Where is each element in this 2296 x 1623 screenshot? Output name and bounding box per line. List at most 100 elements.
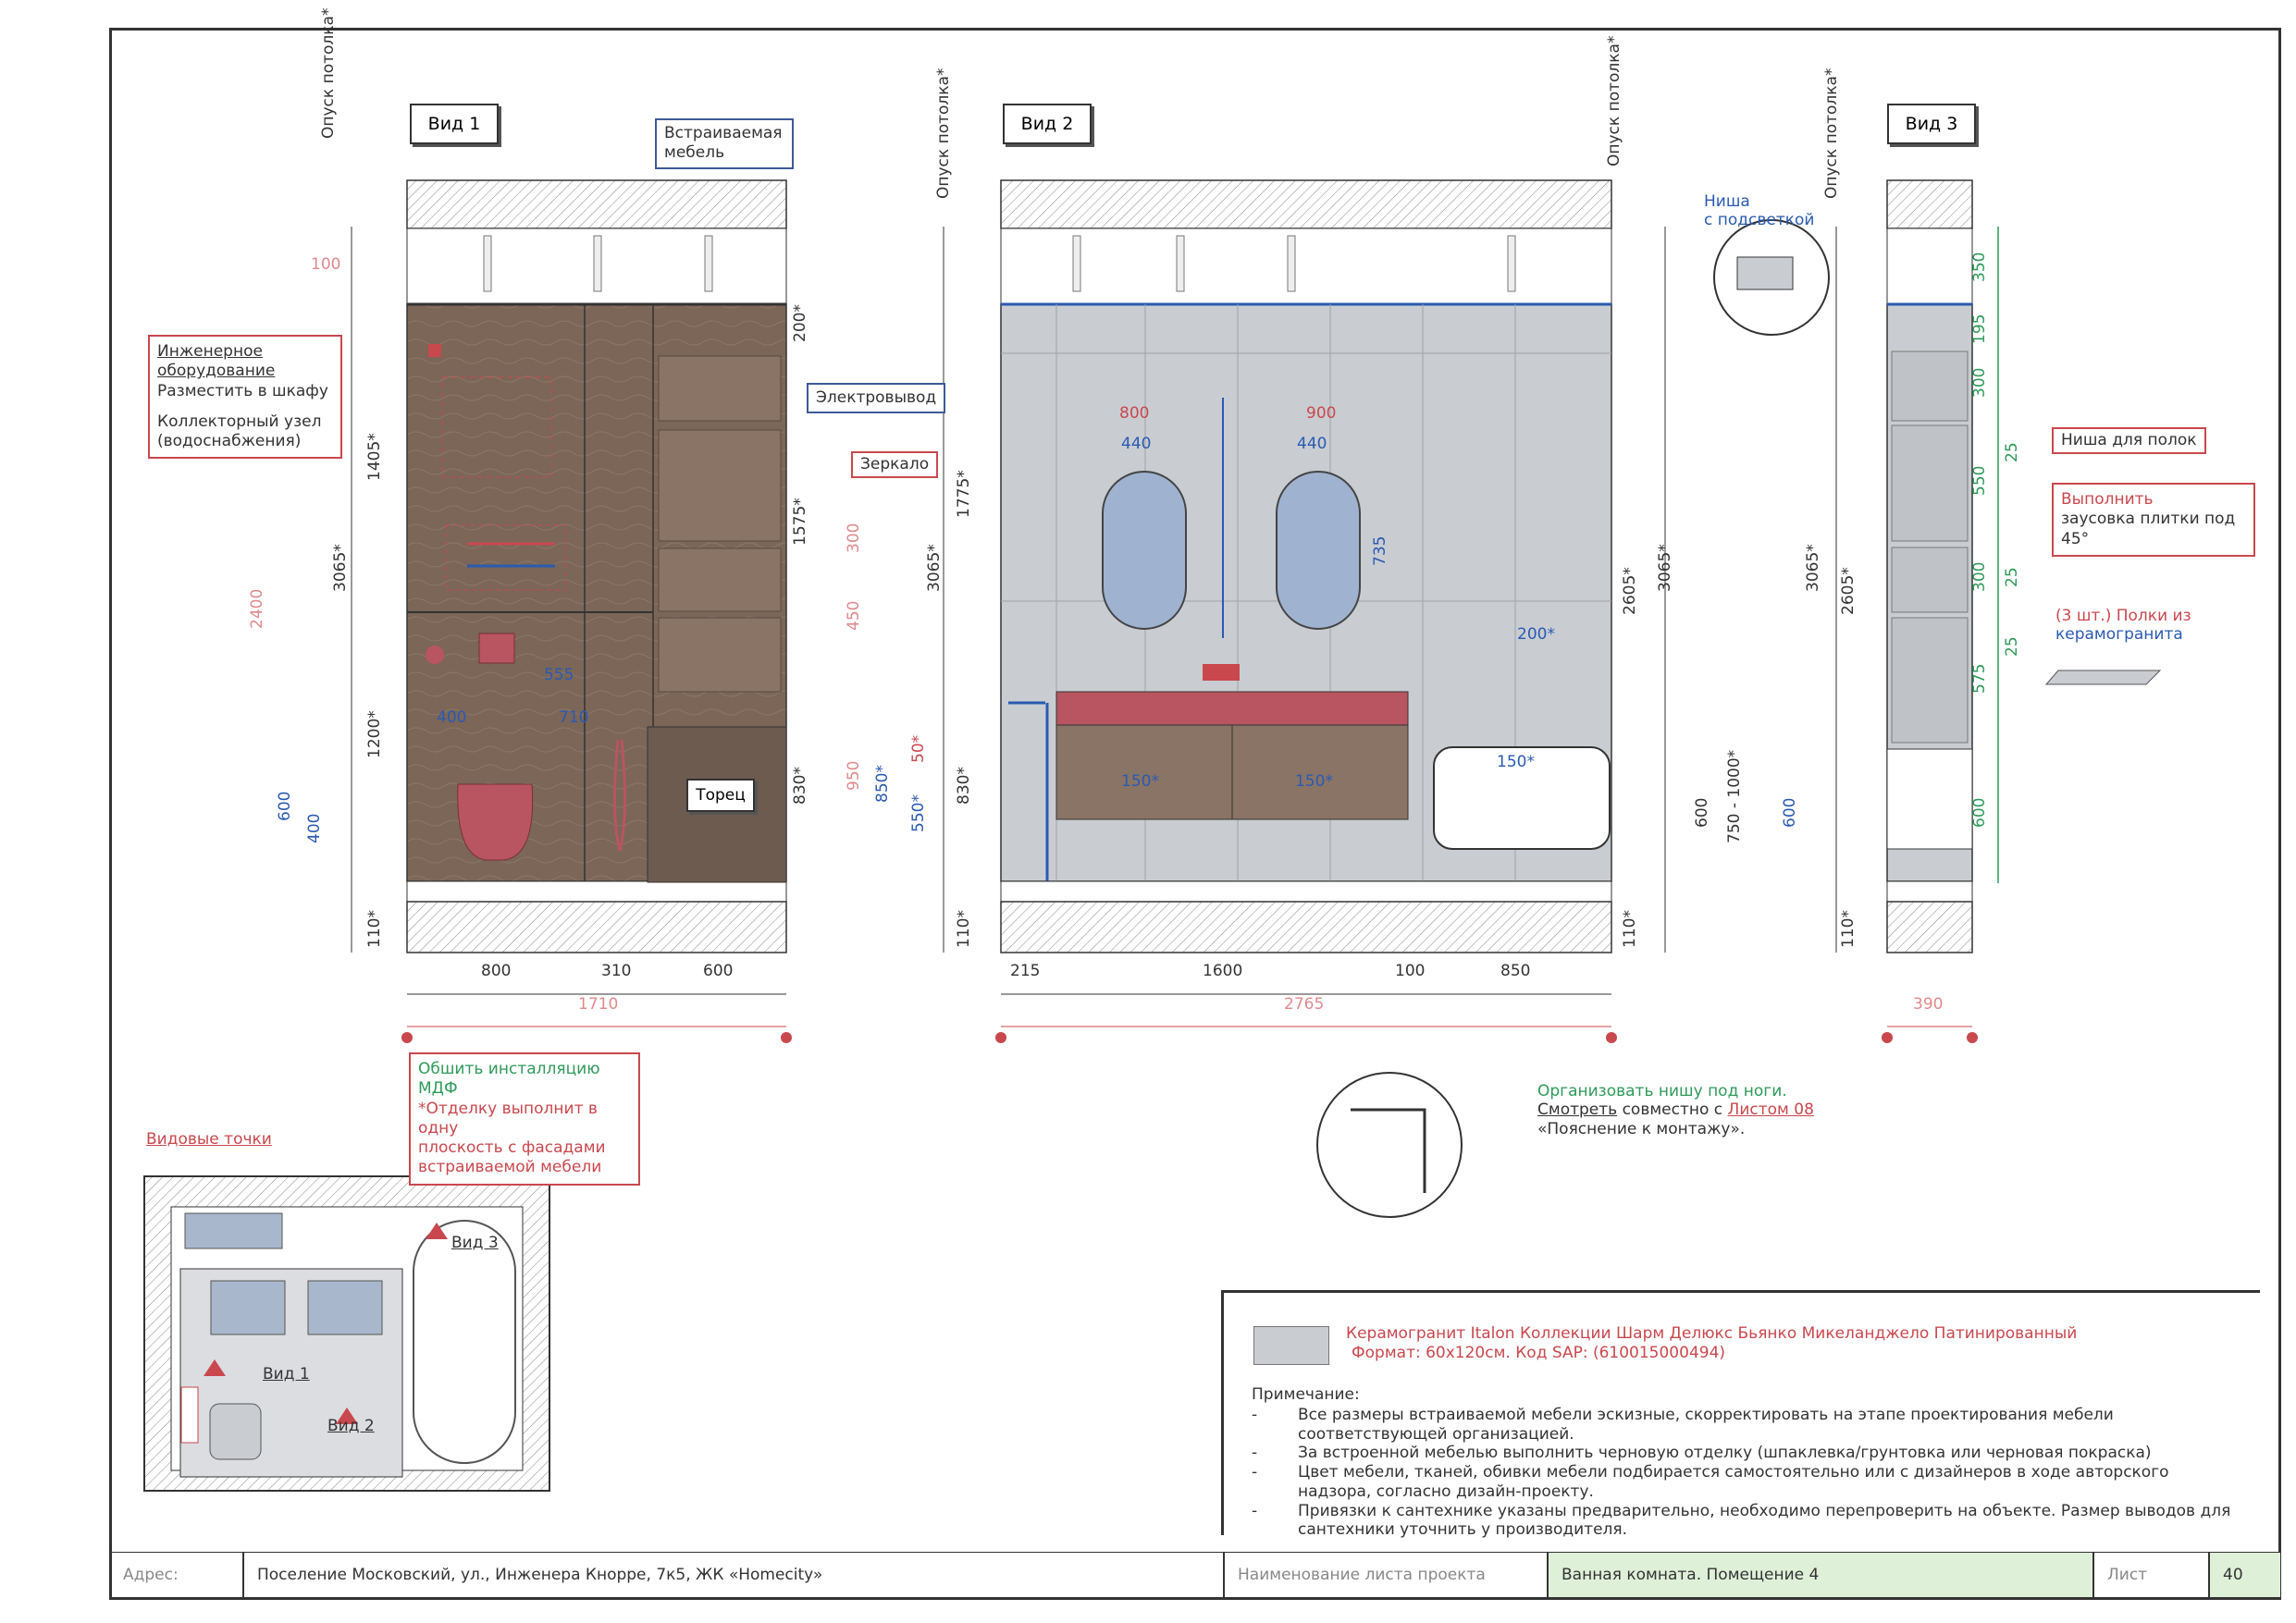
plan-label-v2: Вид 2	[327, 1417, 375, 1435]
dim-v2-b1600: 1600	[1203, 962, 1243, 980]
dim-v2-2605: 2605*	[1621, 567, 1639, 615]
notes-panel: Керамогранит Italon Коллекции Шарм Делюк…	[1221, 1290, 2260, 1539]
material-line-2: Формат: 60х120см. Код SAP: (610015000494…	[1352, 1344, 1726, 1362]
dim-v2-440b: 440	[1297, 435, 1327, 453]
dim-v1-600: 600	[276, 791, 294, 821]
callout-builtin-furniture: Встраиваемая мебель	[655, 118, 794, 169]
address-label: Адрес:	[109, 1552, 243, 1598]
dim-v2-850: 850*	[873, 765, 892, 803]
ceiling-label-v1: Опуск потолка*	[319, 7, 338, 139]
dim-v2-3065r: 3065*	[1656, 544, 1674, 592]
dim-v1-3065: 3065*	[331, 544, 350, 592]
sheet-number: 40	[2209, 1552, 2281, 1598]
dim-v2-3065: 3065*	[925, 544, 944, 592]
dim-v3-b390: 390	[1913, 995, 1944, 1014]
callout-shelf-niche: Ниша для полок	[2052, 427, 2206, 455]
callout-end-face: Торец	[686, 779, 755, 812]
address-value: Поселение Московский, ул., Инженера Кнор…	[243, 1552, 1224, 1598]
material-line-1: Керамогранит Italon Коллекции Шарм Делюк…	[1346, 1324, 2078, 1343]
callout-electro: Электровывод	[807, 383, 946, 414]
dim-v1-1200: 1200*	[365, 710, 384, 758]
view-2-elevation	[1000, 179, 1612, 953]
dim-v2-440a: 440	[1121, 435, 1152, 453]
notes-list: -Все размеры встраиваемой мебели эскизны…	[1252, 1406, 2241, 1540]
sheet-label: Лист	[2093, 1552, 2209, 1598]
dim-v1-100: 100	[311, 255, 341, 274]
note-item: -Привязки к сантехнике указаны предварит…	[1252, 1501, 2231, 1540]
dim-v3-300: 300	[1970, 367, 1989, 398]
view-points-title: Видовые точки	[146, 1130, 272, 1149]
dim-v1-710: 710	[559, 708, 589, 727]
dim-v3-195: 195	[1970, 314, 1989, 344]
note-item: -Цвет мебели, тканей, обивки мебели подб…	[1252, 1463, 2169, 1501]
dim-v3-600: 600	[1781, 797, 1799, 828]
dim-v1-400b: 400	[437, 708, 467, 727]
dim-v2-110: 110*	[955, 910, 973, 948]
detail-niche-light	[1713, 219, 1830, 336]
view-1-elevation	[406, 179, 787, 953]
dim-v3-350: 350	[1970, 252, 1989, 282]
dim-v2-600: 600	[1693, 797, 1711, 828]
dim-v2-1775: 1775*	[955, 470, 973, 518]
note-item: -Все размеры встраиваемой мебели эскизны…	[1252, 1406, 2114, 1444]
dim-v1-1575: 1575*	[791, 498, 809, 546]
dim-v3-600s: 600	[1970, 797, 1989, 828]
dim-v3-2605: 2605*	[1839, 567, 1858, 615]
dim-v2-150c: 150*	[1497, 753, 1535, 771]
dim-v3-575: 575	[1970, 663, 1989, 694]
callout-mirror: Зеркало	[851, 451, 939, 479]
dim-v1-2400: 2400	[248, 588, 266, 629]
dim-v1-1405: 1405*	[365, 433, 384, 481]
view-1-title: Вид 1	[410, 104, 499, 144]
view-3-elevation	[1886, 179, 2162, 953]
ceiling-label-v3: Опуск потолка*	[1822, 68, 1841, 199]
dim-v2-800: 800	[1119, 404, 1150, 423]
plan-label-v1: Вид 1	[263, 1365, 310, 1383]
dim-v2-450: 450	[845, 600, 863, 631]
dim-v2-b215: 215	[1010, 962, 1041, 980]
sheet-name-value: Ванная комната. Помещение 4	[1548, 1552, 2093, 1598]
dim-v1-830: 830*	[791, 767, 809, 805]
drawing-sheet-frame	[109, 28, 2281, 1600]
dim-v2-110r: 110*	[1621, 910, 1639, 948]
dim-v3-25c: 25	[2003, 636, 2021, 657]
dim-v2-550: 550*	[909, 794, 928, 832]
dim-v2-300: 300	[845, 523, 863, 553]
callout-foot-niche: Организовать нишу под ноги. Смотреть сов…	[1537, 1082, 1814, 1138]
dim-v1-b1710: 1710	[578, 995, 619, 1014]
title-block: Адрес: Поселение Московский, ул., Инжене…	[109, 1552, 2281, 1600]
dim-v2-735: 735	[1371, 535, 1389, 566]
dim-v1-b600: 600	[703, 962, 734, 980]
ceiling-label-v2: Опуск потолка*	[934, 68, 953, 199]
notes-heading: Примечание:	[1252, 1385, 1360, 1404]
dim-v1-b800: 800	[481, 962, 512, 980]
dim-v2-750: 750 - 1000*	[1725, 749, 1744, 843]
sheet-name-label: Наименование листа проекта	[1224, 1552, 1548, 1598]
callout-engineering: Инженерное оборудование Разместить в шка…	[148, 335, 342, 460]
view-2-title: Вид 2	[1003, 104, 1092, 144]
dim-v1-b310: 310	[601, 962, 632, 980]
dim-v3-110: 110*	[1839, 910, 1858, 948]
dim-v2-950: 950	[845, 760, 863, 791]
dim-v2-b850: 850	[1500, 962, 1531, 980]
dim-v1-400: 400	[305, 813, 324, 843]
floor-plan	[143, 1175, 550, 1492]
dim-v2-50: 50*	[909, 734, 928, 763]
dim-v1-555: 555	[544, 666, 574, 684]
dim-v3-3065: 3065*	[1804, 544, 1822, 592]
dim-v2-200: 200*	[1517, 625, 1555, 644]
ceiling-label-v2-right: Опуск потолка*	[1605, 35, 1623, 166]
dim-v3-25a: 25	[2003, 442, 2021, 462]
detail-foot-niche	[1316, 1072, 1463, 1218]
dim-v3-300b: 300	[1970, 561, 1989, 592]
plan-label-v3: Вид 3	[451, 1234, 499, 1252]
dim-v2-b2765: 2765	[1284, 995, 1325, 1014]
dim-v1-200: 200*	[791, 304, 809, 342]
dim-v2-900: 900	[1306, 404, 1337, 423]
material-swatch	[1253, 1326, 1329, 1365]
note-item: -За встроенной мебелью выполнить чернову…	[1252, 1444, 2152, 1463]
